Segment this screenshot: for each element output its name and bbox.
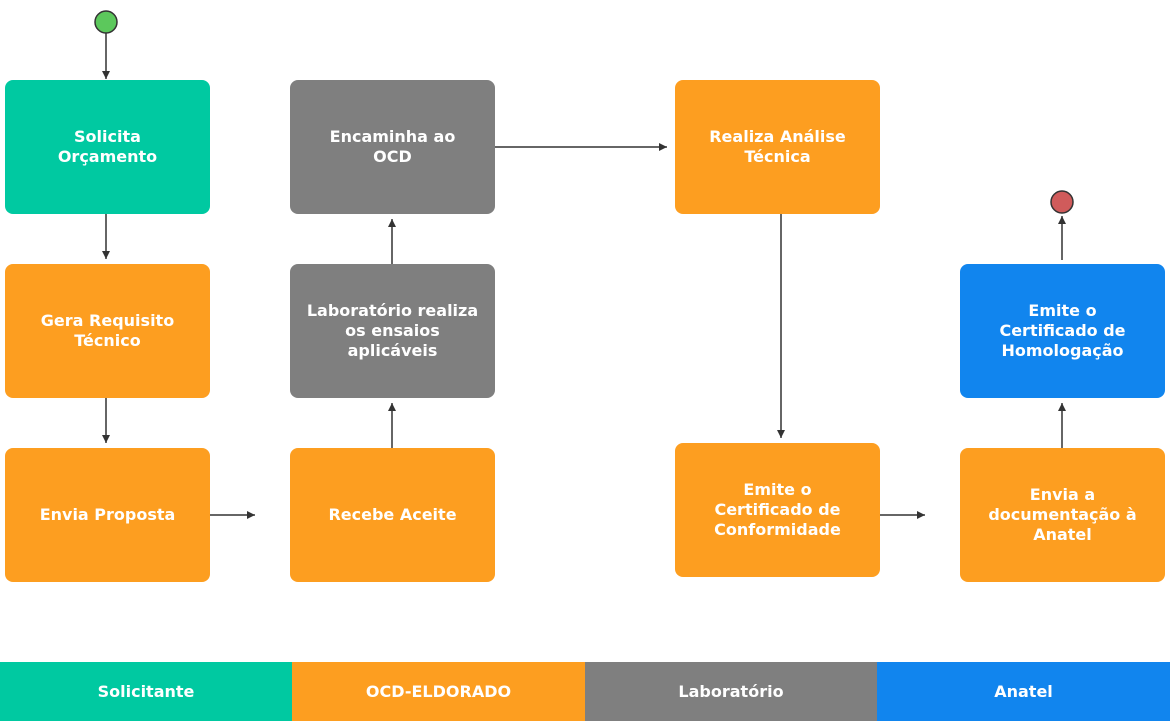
node-envia-documentacao-anatel: Envia a documentação à Anatel (960, 448, 1165, 582)
node-recebe-aceite: Recebe Aceite (290, 448, 495, 582)
legend-bar: Solicitante OCD-ELDORADO Laboratório Ana… (0, 662, 1170, 721)
node-solicita-orcamento: Solicita Orçamento (5, 80, 210, 214)
node-emite-certificado-homologacao: Emite o Certificado de Homologação (960, 264, 1165, 398)
node-realiza-analise-tecnica: Realiza Análise Técnica (675, 80, 880, 214)
node-gera-requisito-tecnico: Gera Requisito Técnico (5, 264, 210, 398)
node-laboratorio-ensaios: Laboratório realiza os ensaios aplicávei… (290, 264, 495, 398)
legend-laboratorio: Laboratório (585, 662, 877, 721)
legend-solicitante: Solicitante (0, 662, 292, 721)
legend-anatel: Anatel (877, 662, 1170, 721)
node-emite-certificado-conformidade: Emite o Certificado de Conformidade (675, 443, 880, 577)
node-envia-proposta: Envia Proposta (5, 448, 210, 582)
end-node (1050, 190, 1074, 214)
start-node (94, 10, 118, 34)
node-encaminha-ocd: Encaminha ao OCD (290, 80, 495, 214)
legend-ocd-eldorado: OCD-ELDORADO (292, 662, 585, 721)
